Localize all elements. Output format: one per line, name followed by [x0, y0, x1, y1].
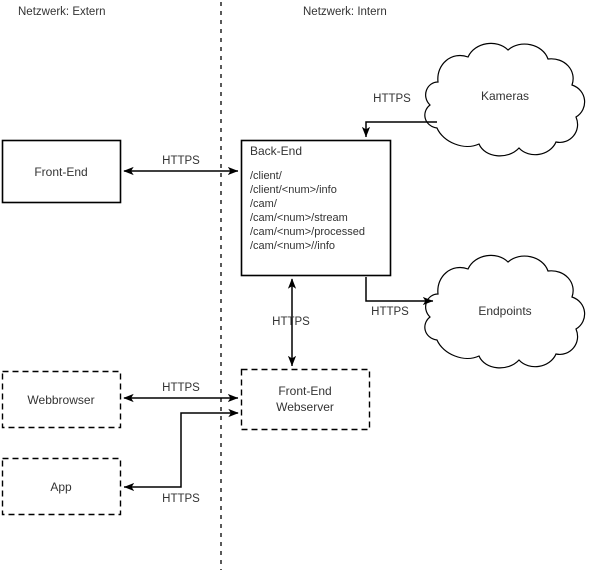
frontend-webserver-box-shape [240, 368, 371, 431]
kameras-cloud-shape [424, 42, 586, 157]
edge-label-app-webserver: HTTPS [162, 493, 200, 505]
node-back-end[interactable]: Back-End /client/ /client/<num>/info /ca… [240, 139, 392, 277]
zone-label-extern: Netzwerk: Extern [18, 6, 106, 18]
edge-frontend-backend: HTTPS [123, 155, 239, 176]
node-label-app: App [50, 480, 72, 494]
edge-label-backend-webserver: HTTPS [272, 316, 310, 328]
webbrowser-box-shape [1, 370, 122, 429]
edge-webbrowser-webserver: HTTPS [123, 382, 239, 403]
edge-label-webbrowser-webserver: HTTPS [162, 382, 200, 394]
edge-backend-webserver: HTTPS [272, 278, 310, 367]
node-label-endpoints: Endpoints [478, 304, 531, 318]
api-path-client-root: /client/ [250, 170, 283, 182]
node-app[interactable]: App [1, 457, 122, 516]
node-label-webbrowser: Webbrowser [27, 393, 94, 407]
api-path-cam-info: /cam/<num>//info [250, 240, 335, 252]
node-kameras[interactable]: Kameras [424, 42, 586, 157]
node-webbrowser[interactable]: Webbrowser [1, 370, 122, 429]
node-front-end[interactable]: Front-End [1, 139, 122, 204]
edge-label-backend-endpoints: HTTPS [371, 306, 409, 318]
api-path-cam-stream: /cam/<num>/stream [250, 212, 348, 224]
edge-backend-endpoints: HTTPS [365, 277, 434, 318]
node-label-back-end: Back-End [250, 144, 302, 158]
edge-label-kameras-backend: HTTPS [373, 93, 411, 105]
api-path-cam-root: /cam/ [250, 198, 278, 210]
endpoints-cloud-shape [424, 254, 586, 369]
edge-line-kameras-backend [361, 121, 437, 138]
app-box-shape [1, 457, 122, 516]
node-label-front-end: Front-End [34, 165, 87, 179]
back-end-box-shape [240, 139, 392, 277]
edge-line-app-webserver [123, 408, 239, 492]
node-label-kameras: Kameras [481, 89, 529, 103]
api-path-client-info: /client/<num>/info [250, 184, 337, 196]
api-path-cam-processed: /cam/<num>/processed [250, 226, 365, 238]
edge-line-backend-endpoints [365, 277, 434, 306]
edge-kameras-backend: HTTPS [361, 93, 437, 138]
node-label-frontend-webserver-line1: Front-End [278, 384, 331, 398]
front-end-box-shape [1, 139, 122, 204]
edge-app-webserver: HTTPS [123, 408, 239, 505]
edge-label-frontend-backend: HTTPS [162, 155, 200, 167]
node-label-frontend-webserver-line2: Webserver [276, 400, 334, 414]
node-endpoints[interactable]: Endpoints [424, 254, 586, 369]
node-frontend-webserver[interactable]: Front-End Webserver [240, 368, 371, 431]
zone-label-intern: Netzwerk: Intern [303, 6, 387, 18]
